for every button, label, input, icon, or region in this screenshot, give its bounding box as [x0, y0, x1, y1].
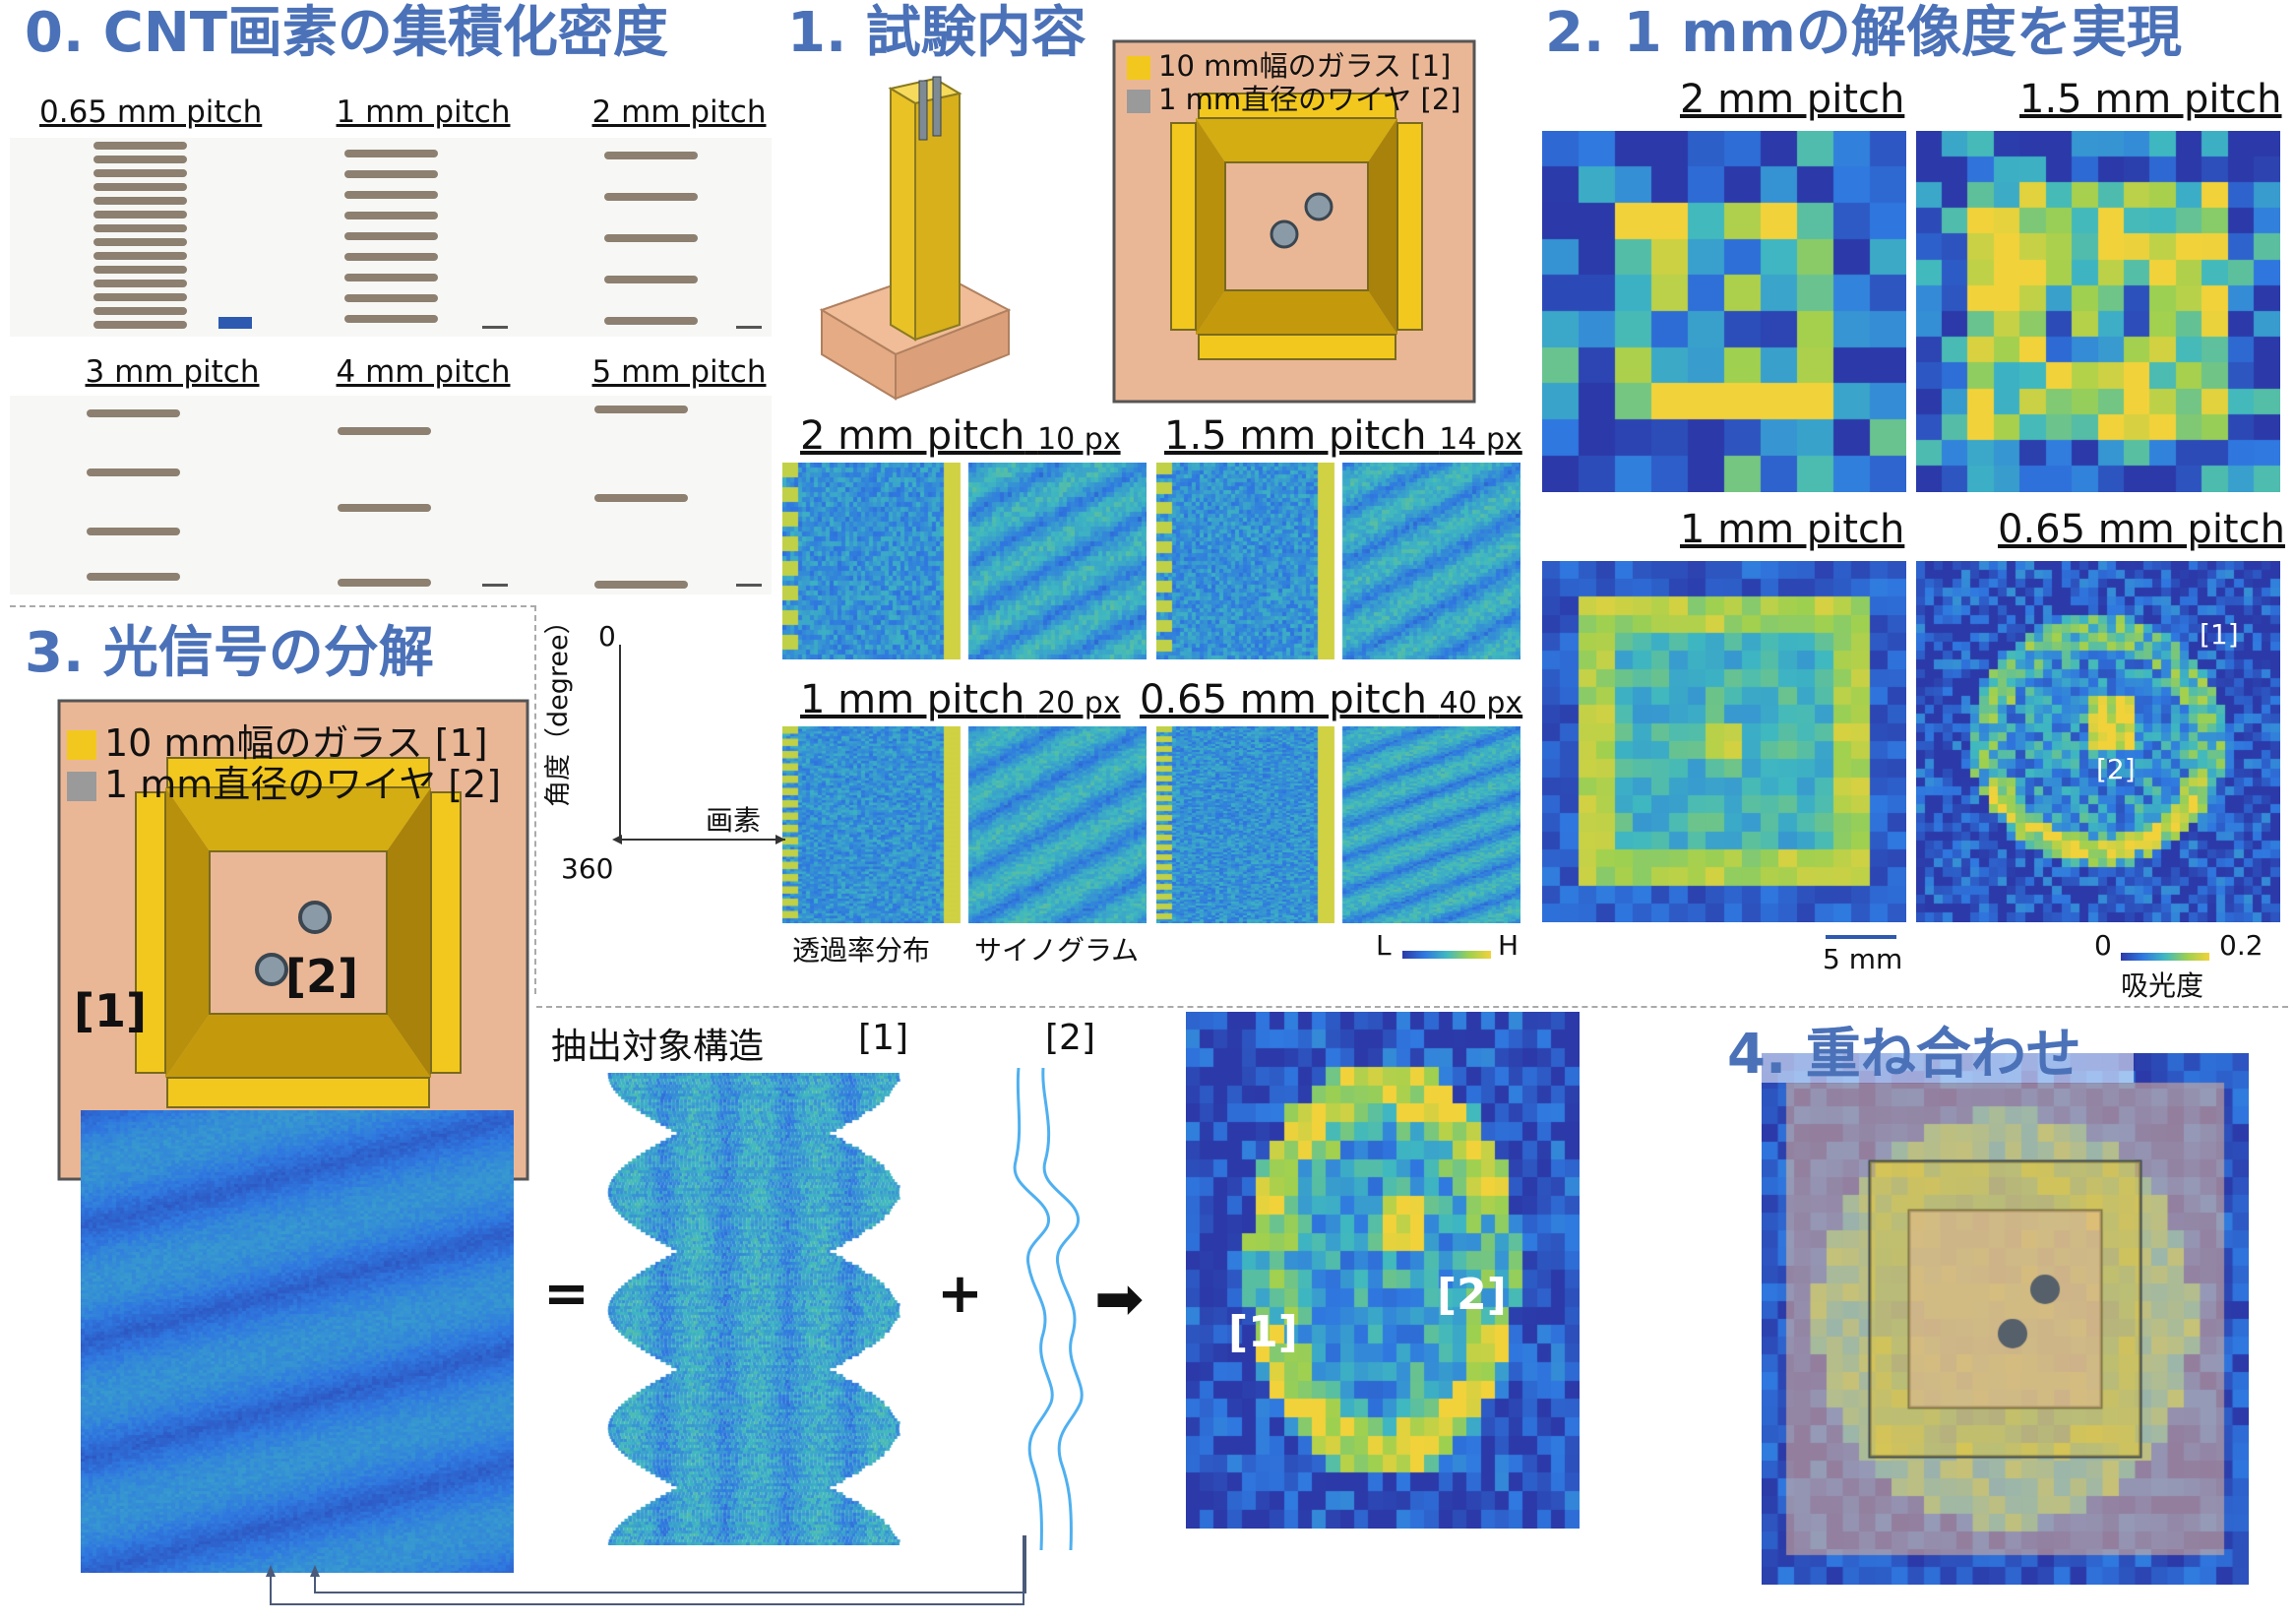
extracted-mark-2: [2] — [1437, 1270, 1507, 1320]
sino-label-1mm: 1 mm pitch 20 px — [800, 677, 1121, 722]
axis-pixel-label: 画素 — [706, 804, 762, 837]
scale-bar — [1826, 935, 1896, 939]
divider-dashed-h1 — [10, 605, 536, 607]
axis-zero: 0 — [598, 620, 616, 653]
divider-dashed-h2 — [536, 1006, 2288, 1008]
absorbance-colorbar — [2121, 953, 2209, 961]
caption-sinogram: サイノグラム — [974, 934, 1140, 967]
photo-label-3: 3 mm pitch — [85, 354, 260, 390]
photo-label-2: 2 mm pitch — [591, 94, 767, 130]
recon-label-15mm: 1.5 mm pitch — [2019, 77, 2282, 122]
sino-label-2mm: 2 mm pitch 10 px — [800, 413, 1121, 459]
section-title-1: 1. 試験内容 — [787, 1, 1086, 65]
cnt-photo-1 — [264, 138, 519, 337]
feedback-arrows — [266, 1535, 1026, 1605]
wire-swatch-icon — [67, 772, 96, 801]
wire-swatch-icon — [1127, 90, 1150, 113]
phantom-3d-render — [819, 76, 1012, 401]
axis-arrows — [612, 645, 785, 844]
cbar-max-label: 0.2 — [2219, 929, 2264, 962]
sino-colorbar — [1402, 951, 1491, 959]
section-title-0: 0. CNT画素の集積化密度 — [25, 1, 668, 65]
colorbar-high-label: H — [1498, 929, 1520, 962]
cnt-photo-065 — [10, 138, 265, 337]
recon-map-1mm — [1542, 561, 1906, 922]
cnt-photo-2 — [518, 138, 772, 337]
photo-label-065: 0.65 mm pitch — [39, 94, 263, 130]
phantom-top-view-large — [57, 699, 529, 1181]
scale-bar-label: 5 mm — [1823, 943, 1903, 975]
photo-label-5: 5 mm pitch — [591, 354, 767, 390]
recon-mark-2: [2] — [2096, 753, 2136, 785]
caption-transmittance: 透過率分布 — [792, 934, 931, 967]
section-title-2: 2. 1 mmの解像度を実現 — [1545, 1, 2182, 65]
recon-map-065mm — [1916, 561, 2280, 922]
plus-sign: + — [937, 1262, 983, 1326]
equals-sign: = — [543, 1262, 589, 1326]
extracted-mark-1: [1] — [1228, 1307, 1298, 1357]
legend-wire-large: 1 mm直径のワイヤ [2] — [67, 754, 501, 808]
decomp-mark-2-large: [2] — [285, 950, 359, 1003]
sinogram-panel-2mm — [782, 463, 1147, 659]
extracted-recon-map — [1186, 1012, 1580, 1529]
legend-wire-top: 1 mm直径のワイヤ [2] — [1127, 77, 1461, 118]
glass-swatch-icon — [67, 730, 96, 760]
recon-label-1mm: 1 mm pitch — [1680, 507, 1905, 552]
sino-label-15mm: 1.5 mm pitch 14 px — [1164, 413, 1522, 459]
cbar-min-label: 0 — [2094, 929, 2112, 962]
photo-label-4: 4 mm pitch — [336, 354, 511, 390]
overlay-title-backing — [1740, 1029, 2134, 1083]
section-title-3: 3. 光信号の分解 — [25, 621, 434, 685]
sinogram-panel-1mm — [782, 726, 1147, 923]
extract-label: 抽出対象構造 — [551, 1027, 765, 1067]
recon-map-15mm — [1916, 131, 2280, 492]
decomp-mark-1-large: [1] — [74, 984, 148, 1037]
cbar-title: 吸光度 — [2121, 969, 2204, 1002]
divider-dashed-v — [534, 605, 536, 994]
colorbar-low-label: L — [1376, 929, 1392, 962]
right-arrow-icon: ➡ — [1094, 1265, 1145, 1334]
sino-label-065mm: 0.65 mm pitch 40 px — [1140, 677, 1523, 722]
extract-mark-2: [2] — [1045, 1018, 1095, 1058]
glass-sinogram — [600, 1073, 905, 1545]
sinogram-full — [81, 1110, 514, 1573]
legend-glass-large: 10 mm幅のガラス [1] — [67, 713, 488, 767]
legend-glass-top: 10 mm幅のガラス [1] — [1127, 43, 1451, 85]
recon-mark-1: [1] — [2200, 618, 2239, 651]
phantom-top-view — [1112, 39, 1476, 404]
glass-swatch-icon — [1127, 56, 1150, 80]
cnt-photo-5 — [518, 396, 772, 594]
axis-angle-label: 角度（degree） — [543, 607, 574, 807]
recon-label-2mm: 2 mm pitch — [1680, 77, 1905, 122]
cnt-photo-4 — [264, 396, 519, 594]
cnt-photo-3 — [10, 396, 265, 594]
section-title-4-front: 4. 重ね合わせ — [1727, 1023, 2081, 1087]
wire-sinogram-outline — [1013, 1067, 1084, 1551]
overlay-composite — [1762, 1053, 2249, 1585]
sinogram-panel-065mm — [1156, 726, 1520, 923]
photo-label-1: 1 mm pitch — [336, 94, 511, 130]
axis-max: 360 — [561, 852, 614, 885]
recon-map-2mm — [1542, 131, 1906, 492]
recon-label-065mm: 0.65 mm pitch — [1998, 507, 2285, 552]
extract-mark-1: [1] — [858, 1018, 908, 1058]
sinogram-panel-15mm — [1156, 463, 1520, 659]
